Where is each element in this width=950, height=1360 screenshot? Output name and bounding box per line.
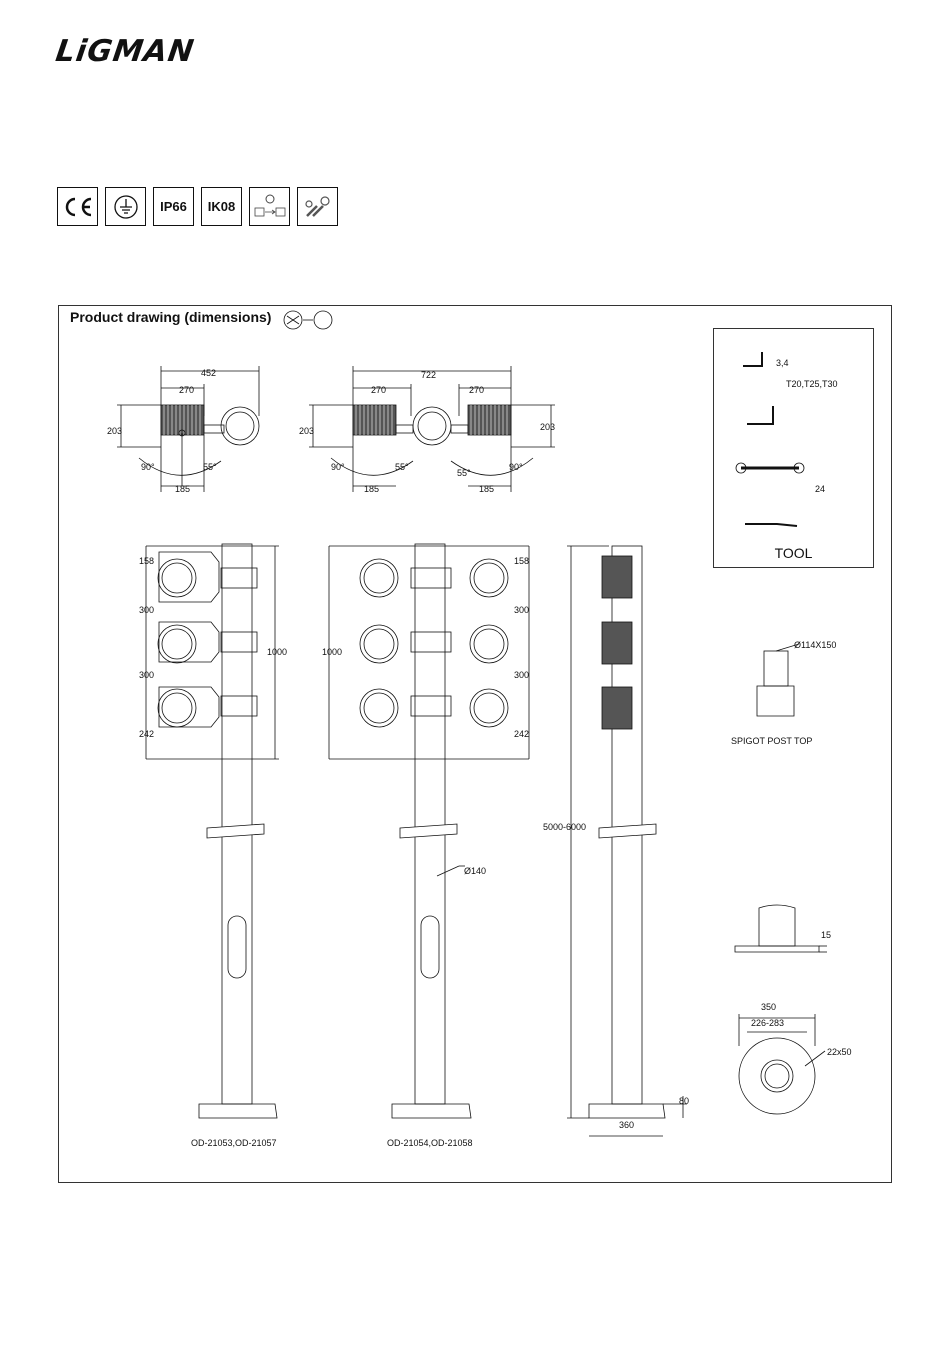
- luminaire-row: [158, 552, 257, 727]
- ce-mark-icon: [57, 187, 98, 226]
- dim-pole-mid-d3: 300: [514, 670, 529, 680]
- pole-side-view: [567, 546, 687, 1136]
- dim-top-right-angle-a: 90°: [331, 462, 345, 472]
- dim-top-left-height: 203: [107, 426, 122, 436]
- dim-pole-left-d4: 242: [139, 729, 154, 739]
- dim-pole-mid-d1: 158: [514, 556, 529, 566]
- product-drawing-panel: Product drawing (dimensions): [58, 305, 892, 1183]
- dim-top-right-angle-d: 90°: [509, 462, 523, 472]
- dim-top-left-offset: 185: [175, 484, 190, 494]
- earth-ground-icon: [105, 187, 146, 226]
- dim-pole-side-height: 5000-6000: [543, 822, 586, 832]
- spigot-detail: [757, 644, 799, 716]
- dim-pole-mid-d4: 242: [514, 729, 529, 739]
- dim-top-left-angle-b: 55°: [203, 462, 217, 472]
- dim-pole-side-base-width: 360: [619, 1120, 634, 1130]
- ip-rating-badge: IP66: [153, 187, 194, 226]
- dim-base-slot: 22x50: [827, 1047, 852, 1057]
- pole-front-double: [329, 544, 529, 1118]
- tool-label: TOOL: [714, 545, 873, 561]
- ligman-logo: LiGMAN: [54, 34, 197, 69]
- dim-top-left-half: 270: [179, 385, 194, 395]
- dim-top-left-angle-a: 90°: [141, 462, 155, 472]
- dim-pole-mid-total: 1000: [322, 647, 342, 657]
- pole-front-single: [146, 544, 279, 1118]
- dim-top-right-offset-left: 185: [364, 484, 379, 494]
- ik-rating-badge: IK08: [201, 187, 242, 226]
- dim-top-right-angle-c: 55°: [457, 468, 471, 478]
- dim-top-right-offset-right: 185: [479, 484, 494, 494]
- tool-box: TOOL: [713, 328, 874, 568]
- dim-top-right-width: 722: [421, 370, 436, 380]
- dim-top-right-height-left: 203: [299, 426, 314, 436]
- dim-top-right-height-right: 203: [540, 422, 555, 432]
- dim-spigot-size: Ø114X150: [794, 640, 836, 650]
- dim-base-outer: 350: [761, 1002, 776, 1012]
- dim-pole-left-total: 1000: [267, 647, 287, 657]
- dim-pole-side-base-height: 80: [679, 1096, 689, 1106]
- model-left: OD-21053,OD-21057: [191, 1138, 277, 1148]
- dim-top-right-half-left: 270: [371, 385, 386, 395]
- dim-pole-left-d2: 300: [139, 605, 154, 615]
- dim-base-bolt-circle: 226-283: [751, 1018, 784, 1028]
- dim-pole-left-d3: 300: [139, 670, 154, 680]
- adjust-arrow-icon: [284, 311, 332, 329]
- certification-icons: IP66 IK08: [57, 187, 338, 226]
- base-plate-detail: [735, 905, 827, 1114]
- spigot-label: SPIGOT POST TOP: [731, 736, 812, 746]
- model-mid: OD-21054,OD-21058: [387, 1138, 473, 1148]
- tool-free-icon: [297, 187, 338, 226]
- dim-base-plate: 15: [821, 930, 831, 940]
- dim-top-right-angle-b: 55°: [395, 462, 409, 472]
- dim-top-right-half-right: 270: [469, 385, 484, 395]
- dim-top-left-width: 452: [201, 368, 216, 378]
- top-view-double: [309, 366, 555, 492]
- dim-pole-mid-d2: 300: [514, 605, 529, 615]
- mounting-adjust-icon: [249, 187, 290, 226]
- dim-pole-mid-diameter: Ø140: [464, 866, 486, 876]
- dim-pole-left-d1: 158: [139, 556, 154, 566]
